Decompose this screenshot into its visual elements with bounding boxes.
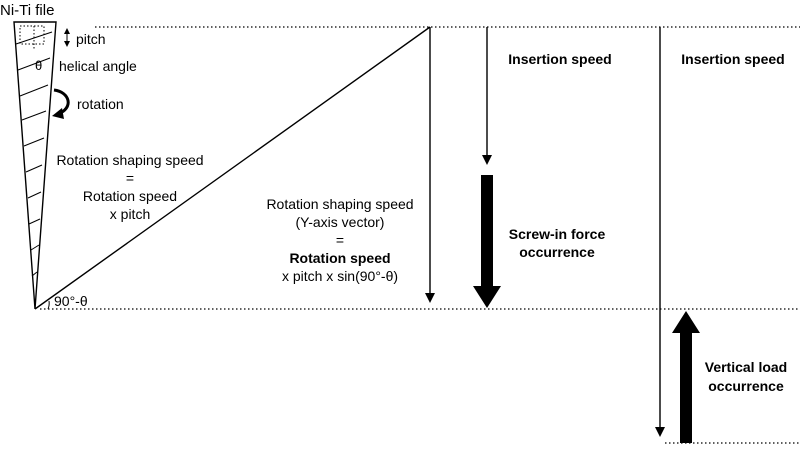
- theta-label: θ: [35, 58, 42, 73]
- niti-file: [13, 21, 57, 310]
- screw-in-force-label: Screw-in force occurrence: [509, 226, 606, 260]
- rotation-shaping-vector-line: [34, 26, 431, 310]
- svg-text:=: =: [336, 232, 344, 248]
- svg-text:(Y-axis vector): (Y-axis vector): [296, 214, 385, 230]
- svg-text:Rotation shaping speed: Rotation shaping speed: [266, 196, 413, 212]
- middle-formula: Rotation shaping speed (Y-axis vector) =…: [266, 196, 413, 284]
- file-label: Ni-Ti file: [0, 2, 54, 19]
- svg-text:Rotation speed: Rotation speed: [83, 188, 177, 204]
- angle-label: 90°-θ: [54, 293, 88, 309]
- left-formula: Rotation shaping speed = Rotation speed …: [56, 152, 203, 222]
- svg-text:=: =: [126, 170, 134, 186]
- svg-text:occurrence: occurrence: [708, 378, 784, 394]
- svg-text:x pitch: x pitch: [110, 206, 150, 222]
- vertical-load-label: Vertical load occurrence: [705, 359, 787, 394]
- helical-angle-label: helical angle: [59, 58, 137, 74]
- insertion-speed-label-1: Insertion speed: [508, 51, 611, 67]
- angle-arc: [47, 300, 50, 310]
- insertion-speed-label-2: Insertion speed: [681, 51, 784, 67]
- pitch-label: pitch: [76, 31, 106, 47]
- rotation-icon: [52, 88, 70, 119]
- svg-text:x pitch x sin(90°-θ): x pitch x sin(90°-θ): [282, 268, 398, 284]
- screw-in-force-arrow: [473, 175, 501, 308]
- svg-text:Rotation speed: Rotation speed: [289, 250, 390, 266]
- rotation-label: rotation: [77, 96, 124, 112]
- svg-text:Screw-in force: Screw-in force: [509, 226, 606, 242]
- svg-text:occurrence: occurrence: [519, 244, 595, 260]
- vertical-load-arrow: [672, 311, 700, 443]
- svg-text:Rotation shaping speed: Rotation shaping speed: [56, 152, 203, 168]
- pitch-indicator: [64, 28, 70, 47]
- svg-text:Vertical load: Vertical load: [705, 359, 787, 375]
